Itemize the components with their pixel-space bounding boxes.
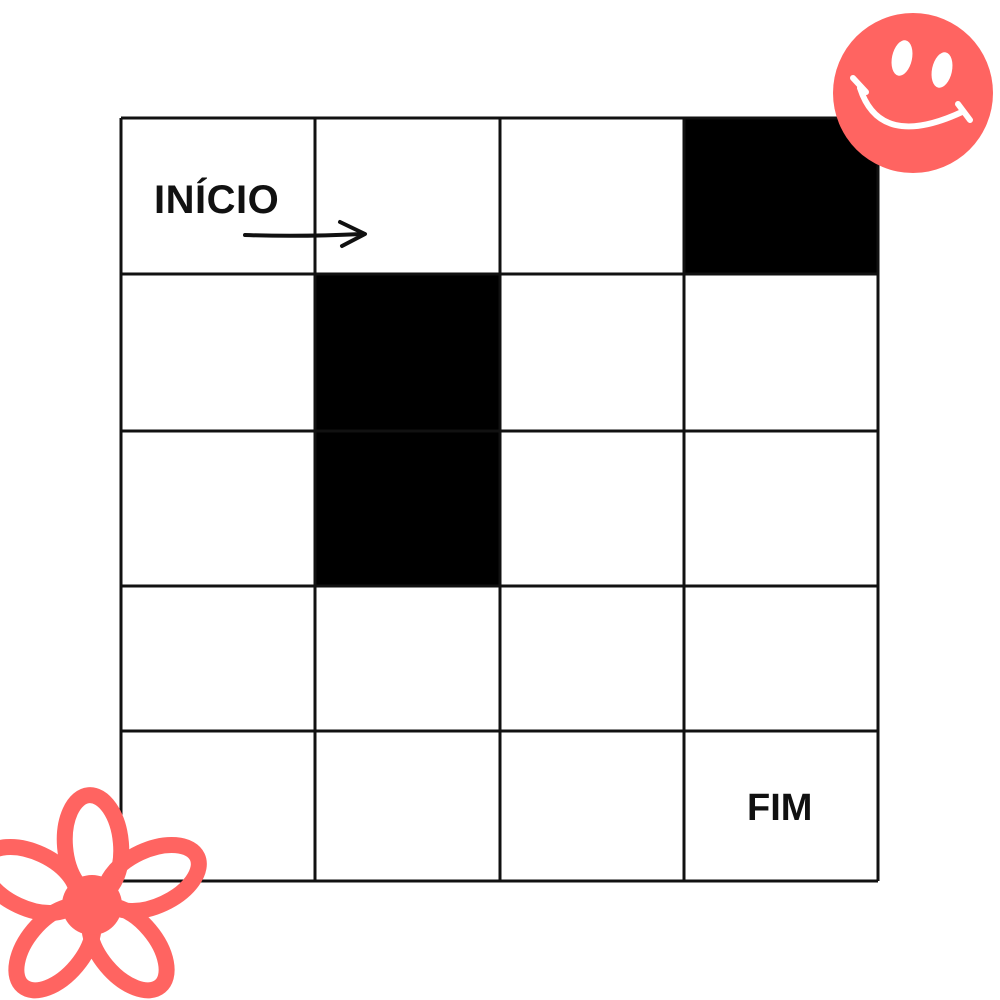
maze-cell: [121, 731, 315, 881]
maze-cell: [315, 118, 500, 274]
end-label: FIM: [747, 787, 813, 829]
maze-cell: [500, 118, 684, 274]
maze-cell: [500, 431, 684, 586]
grid-lines: [119, 116, 880, 883]
maze-cell: [500, 731, 684, 881]
blocked-cell: [315, 274, 500, 431]
blocked-cell: [315, 431, 500, 586]
maze-cell: [121, 586, 315, 731]
maze-cell: [684, 274, 878, 431]
start-label: INÍCIO: [154, 178, 280, 222]
blocked-cell: [684, 118, 878, 274]
maze-cell: [500, 586, 684, 731]
maze-cell: [315, 731, 500, 881]
maze-cell: [315, 586, 500, 731]
maze-cell: [684, 586, 878, 731]
maze-cell: [500, 274, 684, 431]
maze-cell: [684, 431, 878, 586]
maze-cell: [121, 431, 315, 586]
maze-cell: [121, 274, 315, 431]
